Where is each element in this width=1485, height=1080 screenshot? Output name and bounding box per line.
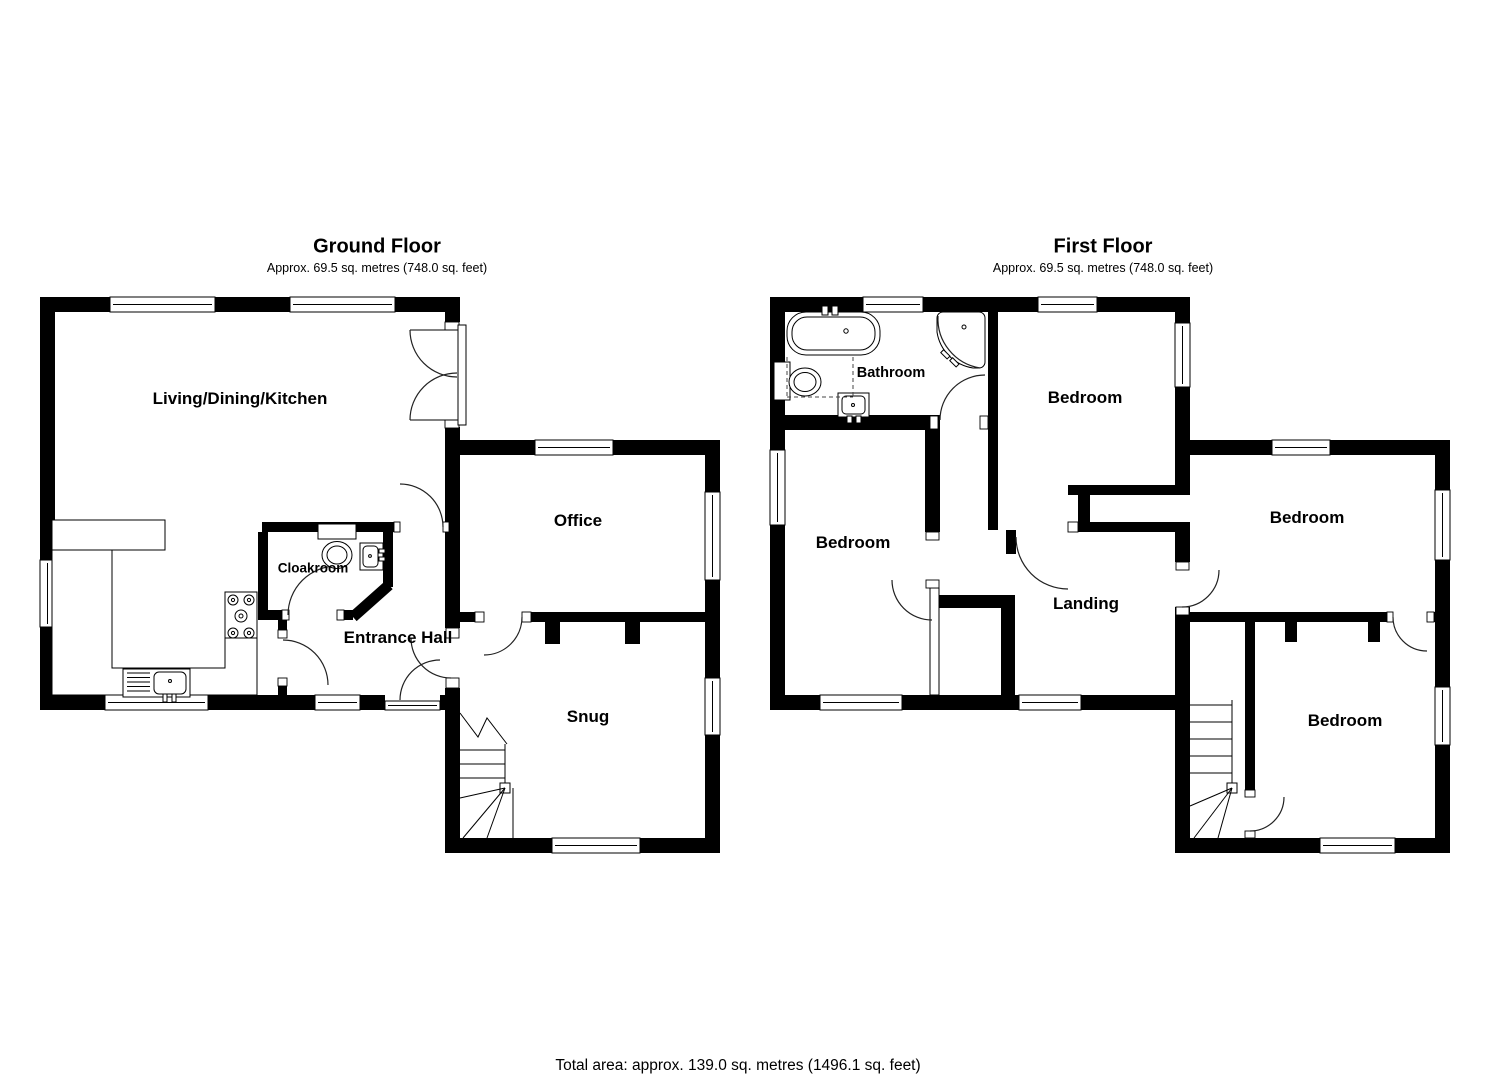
- room-label-bedroom-front: Bedroom: [1307, 711, 1383, 730]
- ground-windows: [39, 296, 721, 854]
- room-label-living-dining-kitchen: Living/Dining/Kitchen: [152, 389, 328, 408]
- door-bathroom: [929, 374, 989, 430]
- hob-icon: [224, 591, 258, 639]
- first-windows: [769, 296, 1451, 854]
- room-label-snug: Snug: [566, 707, 610, 726]
- shower-icon: [936, 311, 986, 369]
- window: [704, 677, 721, 736]
- ground-walls: [40, 297, 720, 853]
- window: [551, 837, 641, 854]
- window: [1174, 322, 1191, 388]
- door-living-hall: [393, 483, 450, 533]
- french-doors: [409, 321, 467, 429]
- ground-stairs: [459, 712, 514, 839]
- window: [289, 296, 396, 313]
- door-bedroom-front-lower: [1244, 789, 1285, 839]
- room-label-bedroom-left: Bedroom: [815, 533, 891, 552]
- door-hall-snug: [410, 627, 460, 689]
- bathroom-fixtures: [773, 305, 986, 424]
- ground-floor-area: Approx. 69.5 sq. metres (748.0 sq. feet): [266, 261, 488, 275]
- door-cloakroom: [281, 565, 345, 621]
- first-floor-title: First Floor: [1053, 235, 1153, 258]
- room-label-office: Office: [553, 511, 603, 530]
- window: [1271, 439, 1331, 456]
- first-walls: [770, 297, 1450, 853]
- first-doors: [891, 374, 1435, 839]
- window: [862, 296, 924, 313]
- room-label-landing: Landing: [1052, 594, 1120, 613]
- total-area-text: Total area: approx. 139.0 sq. metres (14…: [555, 1057, 921, 1074]
- door-snug-office: [474, 611, 532, 656]
- first-floor-area: Approx. 69.5 sq. metres (748.0 sq. feet): [992, 261, 1214, 275]
- room-label-entrance-hall: Entrance Hall: [343, 628, 453, 648]
- door-bedroom-right: [1175, 561, 1220, 616]
- window: [1434, 489, 1451, 561]
- sink-icon: [122, 668, 191, 703]
- room-label-cloakroom: Cloakroom: [277, 560, 349, 576]
- window: [1319, 837, 1396, 854]
- window: [1434, 686, 1451, 746]
- room-label-bedroom-back: Bedroom: [1047, 388, 1123, 407]
- room-label-bedroom-right: Bedroom: [1269, 508, 1345, 527]
- front-door: [384, 659, 441, 711]
- window: [704, 491, 721, 581]
- toilet-icon: [773, 361, 822, 401]
- door-kitchen-hall: [277, 629, 329, 687]
- window: [1037, 296, 1098, 313]
- window: [109, 296, 216, 313]
- ground-doors: [277, 483, 532, 711]
- ground-floor-title: Ground Floor: [313, 235, 441, 258]
- room-label-bathroom: Bathroom: [856, 365, 926, 381]
- window: [534, 439, 614, 456]
- cloakroom-fixtures: [317, 523, 386, 571]
- window: [1018, 694, 1082, 711]
- door-bedroom-back: [1015, 521, 1079, 590]
- first-stairs: [1189, 700, 1238, 839]
- window: [769, 449, 786, 526]
- kitchen-counter: [51, 519, 258, 703]
- first-floor-plan: [769, 296, 1451, 854]
- door-bedroom-front-upper: [1386, 611, 1435, 652]
- window: [314, 694, 361, 711]
- ground-floor-plan: [39, 296, 721, 854]
- window: [819, 694, 903, 711]
- toilet-icon: [317, 523, 357, 569]
- basin-icon: [359, 542, 386, 571]
- window: [104, 694, 209, 711]
- bathtub-icon: [786, 305, 881, 356]
- door-bedroom-left: [891, 531, 940, 621]
